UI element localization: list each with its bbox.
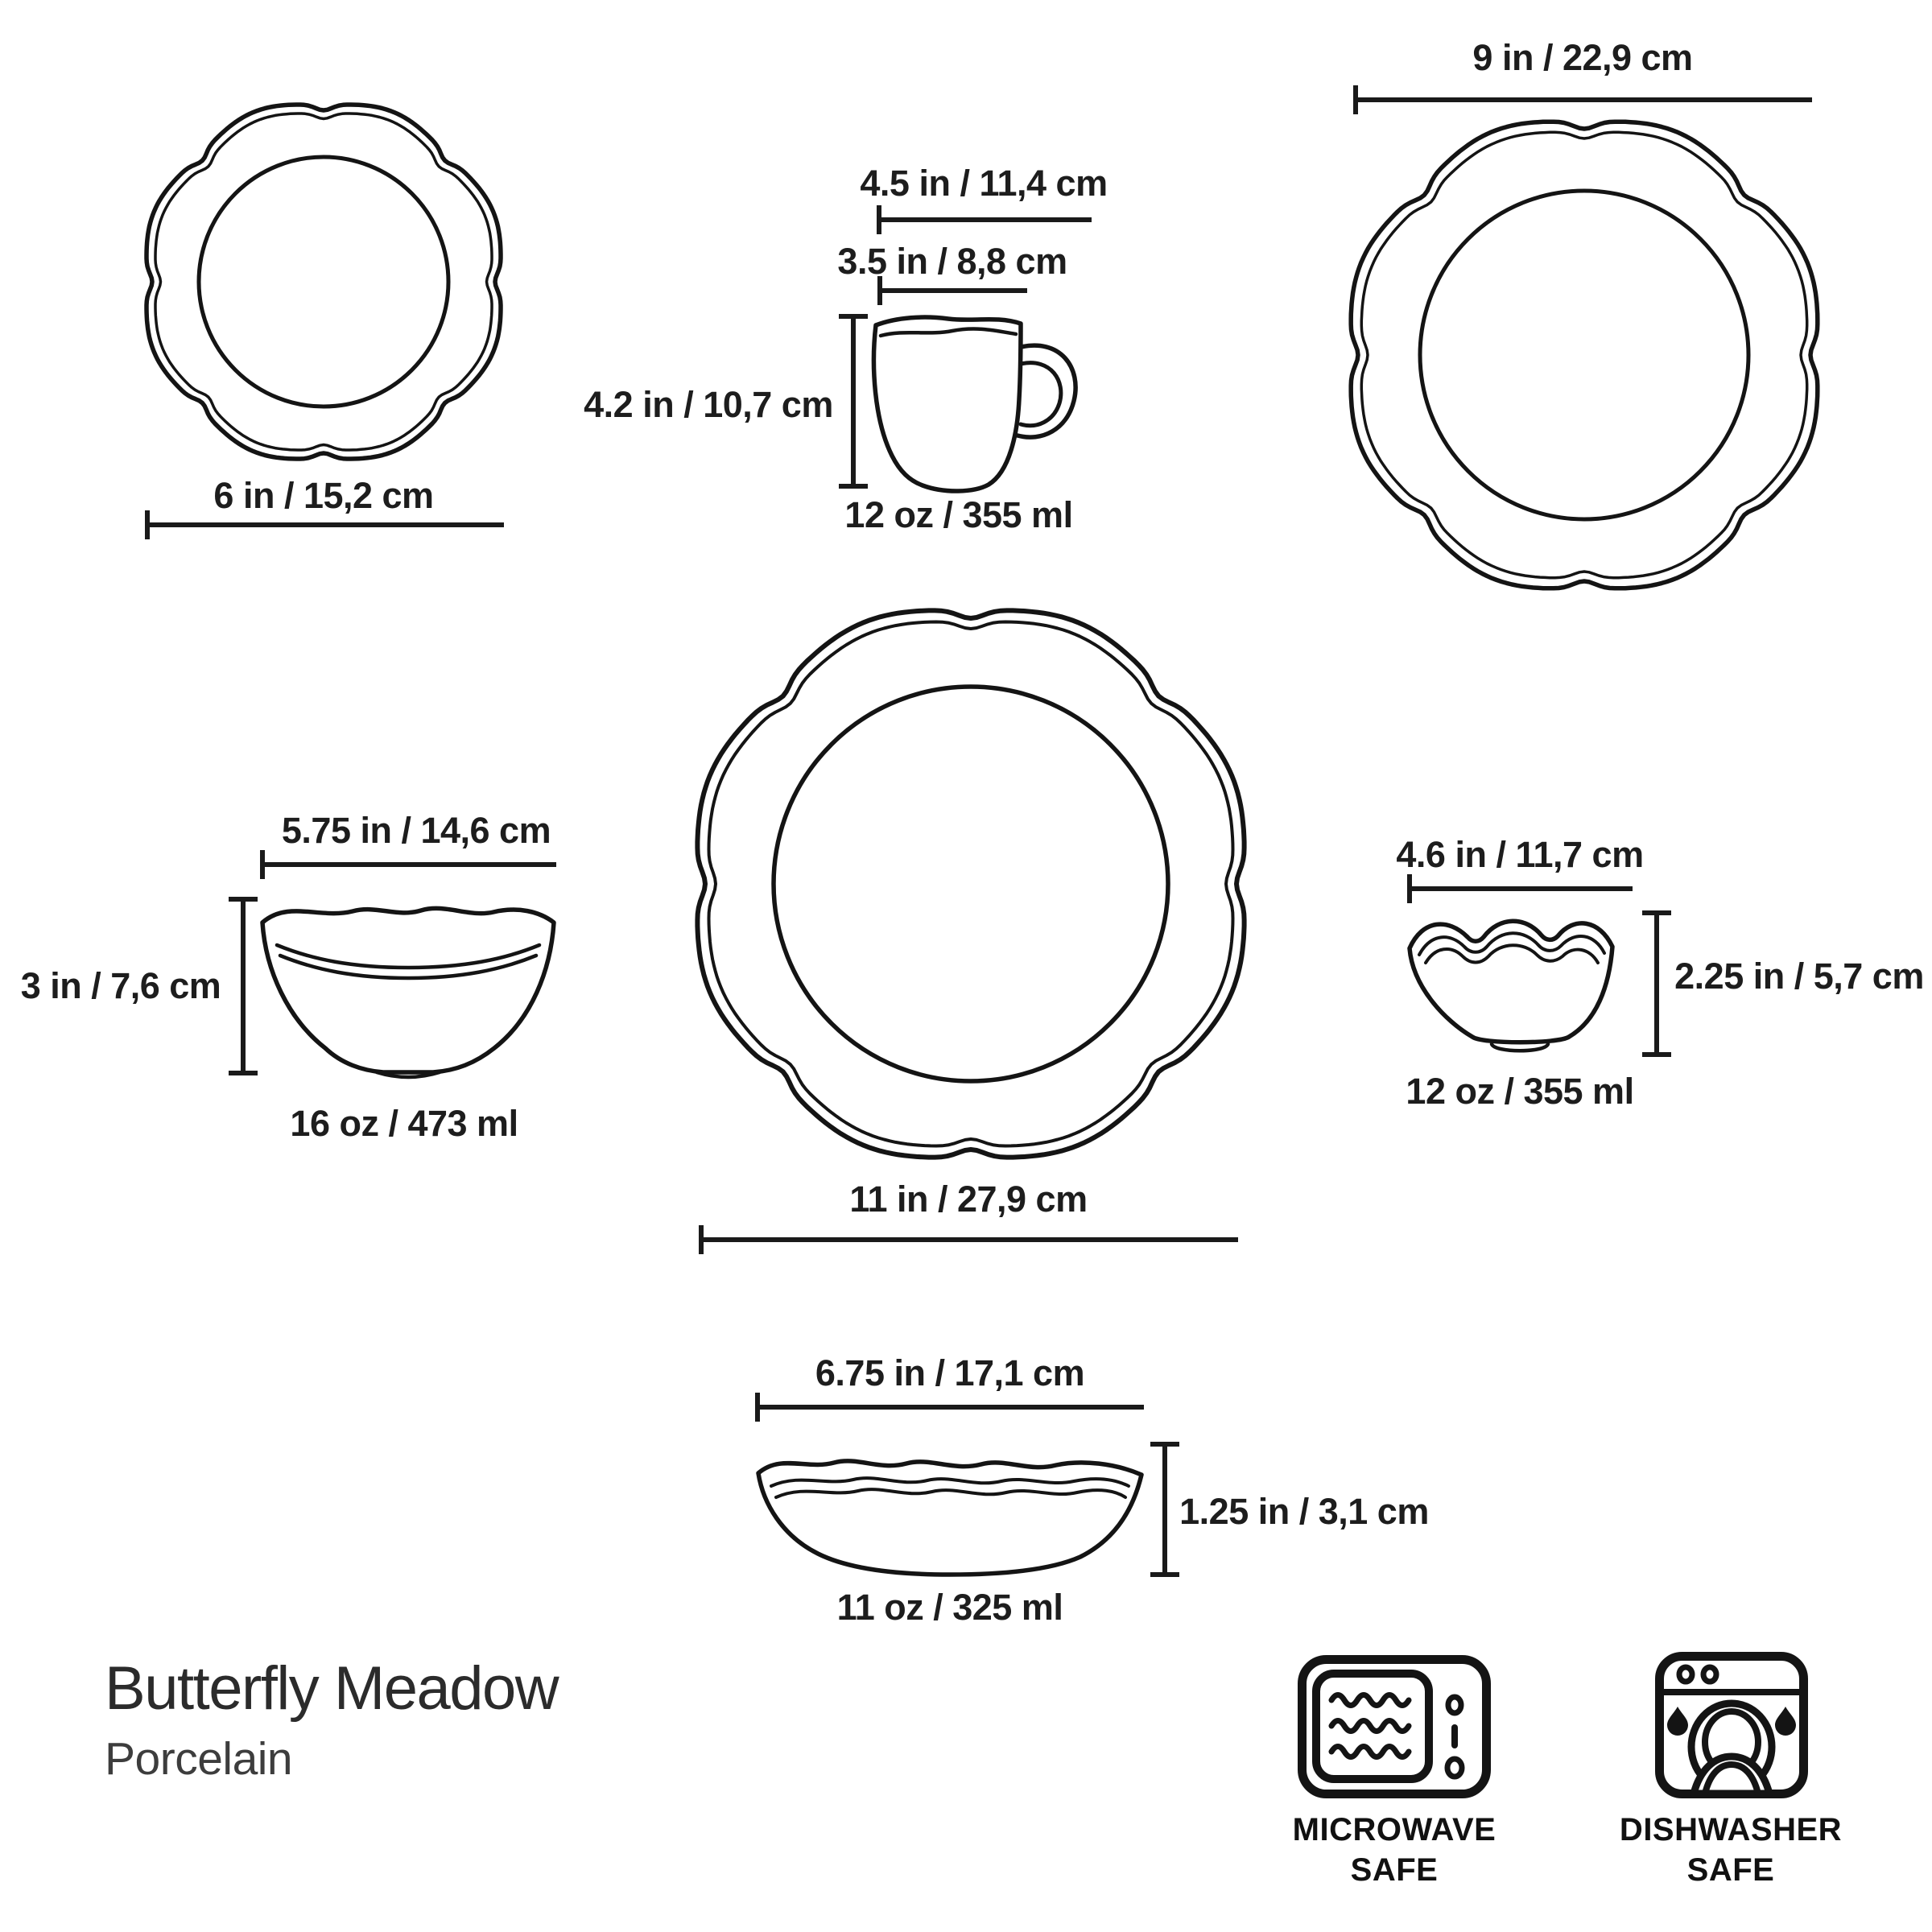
pasta-bowl-11oz-height-label: 1.25 in / 3,1 cm bbox=[1179, 1491, 1429, 1532]
pasta-bowl-11oz-capacity-label: 11 oz / 325 ml bbox=[836, 1587, 1063, 1628]
collection-title: Butterfly Meadow bbox=[105, 1654, 559, 1723]
microwave-safe-label: MICROWAVE SAFE bbox=[1292, 1812, 1496, 1888]
bowl-16oz-width-label: 5.75 in / 14,6 cm bbox=[281, 810, 551, 851]
bowl-16oz-height-label: 3 in / 7,6 cm bbox=[20, 965, 221, 1006]
dishwasher-icon bbox=[1655, 1652, 1808, 1798]
pasta-bowl-11oz-height-dimension-line bbox=[1150, 1442, 1179, 1577]
bowl-16oz-height-dimension-line bbox=[229, 897, 258, 1075]
salad-plate-9in-drawing bbox=[1348, 119, 1820, 591]
pasta-bowl-11oz-width-dimension-line bbox=[755, 1393, 1144, 1422]
mug-overall-width-dimension-line bbox=[877, 205, 1092, 234]
mug-capacity-label: 12 oz / 355 ml bbox=[844, 494, 1073, 535]
mug-overall-width-label: 4.5 in / 11,4 cm bbox=[860, 163, 1108, 204]
dinner-plate-11in-drawing bbox=[695, 608, 1247, 1160]
dinner-plate-11in-width-dimension-line bbox=[699, 1225, 1238, 1254]
bowl-16oz-capacity-label: 16 oz / 473 ml bbox=[290, 1103, 518, 1144]
bread-plate-6in-width-label: 6 in / 15,2 cm bbox=[213, 475, 434, 516]
mug-rim-width-dimension-line bbox=[877, 276, 1027, 305]
material-subtitle: Porcelain bbox=[105, 1732, 293, 1785]
bread-plate-6in-width-dimension-line bbox=[145, 510, 504, 539]
bowl-16oz-width-dimension-line bbox=[260, 850, 556, 879]
mug-height-label: 4.2 in / 10,7 cm bbox=[584, 384, 833, 425]
mug-drawing bbox=[871, 315, 1078, 493]
salad-plate-9in-width-label: 9 in / 22,9 cm bbox=[1472, 37, 1693, 78]
salad-plate-9in-width-dimension-line bbox=[1353, 85, 1812, 114]
brand-block: Butterfly Meadow Porcelain bbox=[105, 1654, 559, 1785]
mug-rim-width-label: 3.5 in / 8,8 cm bbox=[837, 241, 1067, 282]
dinner-plate-11in-width-label: 11 in / 27,9 cm bbox=[849, 1179, 1088, 1220]
bowl-12oz-height-dimension-line bbox=[1642, 910, 1671, 1057]
bowl-12oz-width-label: 4.6 in / 11,7 cm bbox=[1396, 834, 1644, 875]
bread-plate-6in-drawing bbox=[144, 102, 503, 461]
bowl-12oz-width-dimension-line bbox=[1407, 874, 1633, 903]
bowl-12oz-height-label: 2.25 in / 5,7 cm bbox=[1674, 956, 1924, 997]
pasta-bowl-11oz-width-label: 6.75 in / 17,1 cm bbox=[815, 1352, 1085, 1393]
mug-height-dimension-line bbox=[839, 314, 868, 489]
microwave-icon bbox=[1298, 1655, 1491, 1798]
dishwasher-safe-label: DISHWASHER SAFE bbox=[1619, 1812, 1843, 1888]
bowl-12oz-drawing bbox=[1407, 919, 1615, 1053]
bowl-12oz-capacity-label: 12 oz / 355 ml bbox=[1406, 1071, 1634, 1112]
pasta-bowl-11oz-drawing bbox=[756, 1459, 1144, 1577]
bowl-16oz-drawing bbox=[260, 906, 556, 1080]
